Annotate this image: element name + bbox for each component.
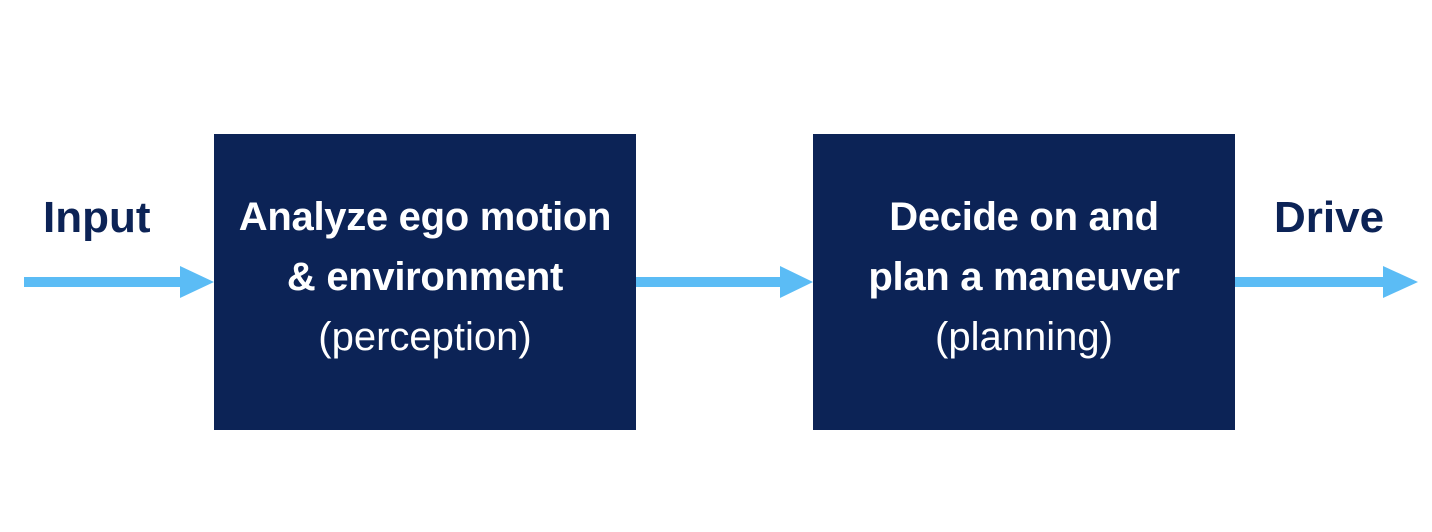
planning-title-line-1: Decide on and — [889, 195, 1159, 239]
arrow-planning-to-drive — [1235, 266, 1418, 298]
input-label: Input — [43, 193, 151, 242]
arrow-input-to-perception — [24, 266, 214, 298]
perception-subtitle: (perception) — [318, 315, 532, 359]
planning-title-line-2: plan a maneuver — [868, 255, 1180, 299]
perception-title-line-1: Analyze ego motion — [238, 195, 612, 239]
perception-block: Analyze ego motion & environment (percep… — [214, 134, 636, 430]
planning-block: Decide on and plan a maneuver (planning) — [813, 134, 1235, 430]
perception-title-line-2: & environment — [286, 255, 564, 299]
drive-label: Drive — [1274, 193, 1385, 242]
planning-subtitle: (planning) — [935, 315, 1113, 359]
arrow-perception-to-planning — [636, 266, 813, 298]
